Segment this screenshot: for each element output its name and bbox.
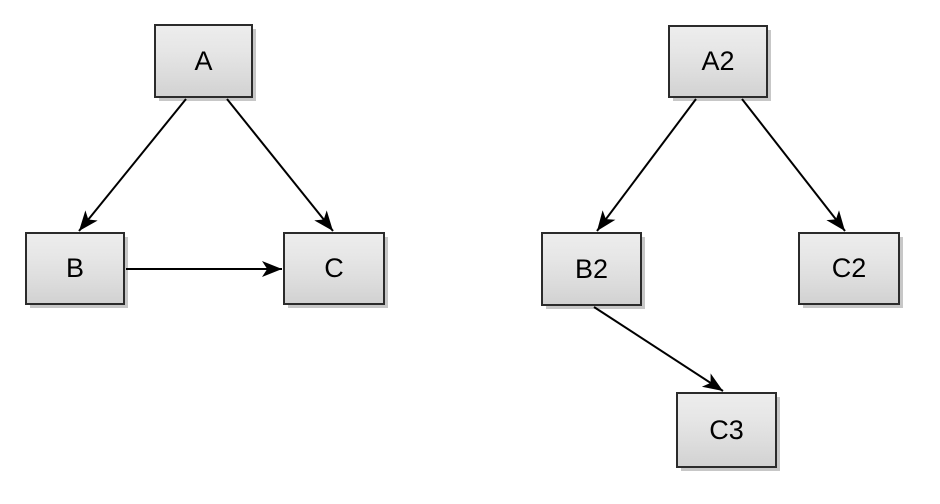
node-c3[interactable]: C3 — [676, 392, 777, 468]
node-label: A — [194, 45, 213, 76]
node-a2[interactable]: A2 — [668, 25, 768, 98]
node-label: C2 — [831, 253, 867, 283]
node-label: C — [324, 253, 344, 283]
node-b2[interactable]: B2 — [541, 232, 642, 306]
node-c[interactable]: C — [283, 232, 385, 305]
edge-a2-c2[interactable] — [741, 98, 846, 232]
node-label: C3 — [709, 414, 744, 445]
edge-a2-b2[interactable] — [596, 98, 697, 232]
node-label: B — [65, 253, 84, 283]
edge-b2-c3[interactable] — [593, 306, 724, 392]
node-label: B2 — [574, 253, 609, 284]
node-b[interactable]: B — [25, 232, 125, 305]
node-a[interactable]: A — [154, 24, 253, 98]
edge-a-c[interactable] — [226, 98, 334, 232]
node-c2[interactable]: C2 — [798, 232, 900, 305]
edge-a-b[interactable] — [78, 98, 187, 232]
node-label: A2 — [701, 46, 735, 76]
